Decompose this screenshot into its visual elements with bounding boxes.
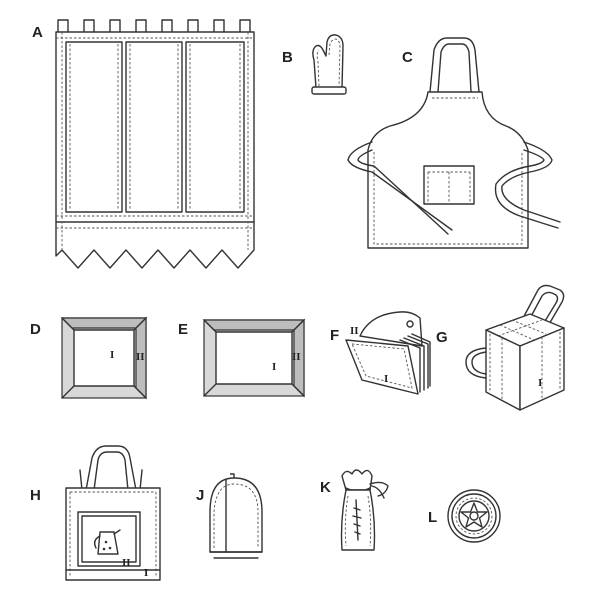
item-d-square-frame: D I II [30,316,148,400]
label-l: L [428,509,437,526]
file-mark-1: II [350,325,359,337]
drawstring-bag-top [341,469,373,491]
frame-d-mark-2: II [136,351,145,363]
frame-e-mark-2: II [292,351,301,363]
frame-d-window [73,329,135,387]
item-k-drawstring-bag: K [320,469,389,551]
label-b: B [282,49,293,66]
drawstring-bag-body [340,489,376,551]
item-g-bottle-tote: G I [436,284,565,411]
item-l-round-coaster: L [428,489,501,543]
file-front [345,339,419,395]
frame-e-mark-1: I [272,361,276,373]
item-a-curtain: A [32,19,255,269]
cozy-body [209,477,263,553]
file-mark-2: I [384,373,388,385]
item-c-apron: C [347,37,561,249]
label-f: F [330,327,339,344]
label-e: E [178,321,188,338]
item-e-rectangular-frame: E I II [178,318,306,398]
label-c: C [402,49,413,66]
tote-g-side-strap [465,347,487,379]
mitt-body [312,34,344,89]
file-flap [359,311,423,347]
item-j-tea-cozy: J [196,473,263,559]
tote-h-mark-2: I [144,567,148,579]
label-j: J [196,487,204,504]
item-h-tote-bag: H II I [30,445,161,581]
tote-h-handle [85,445,137,491]
label-g: G [436,329,448,346]
curtain-tabs [57,19,251,35]
label-h: H [30,487,41,504]
item-f-accordion-file: F II I [330,311,431,395]
label-a: A [32,24,43,41]
tote-g-mark-1: I [538,377,542,389]
frame-d-mark-1: I [110,349,114,361]
tote-g-handle [521,284,565,327]
apron-neck-strap [429,37,480,93]
apron-tie-right [501,141,561,223]
star-icon [460,502,488,528]
label-d: D [30,321,41,338]
label-k: K [320,479,331,496]
apron-tie-left [347,141,453,231]
mitt-cuff [311,86,347,95]
item-b-oven-mitt: B [282,34,347,95]
pitcher-icon [97,531,119,555]
frame-e-window [215,331,293,385]
curtain-body [55,31,255,269]
tote-h-mark-1: II [122,557,131,569]
